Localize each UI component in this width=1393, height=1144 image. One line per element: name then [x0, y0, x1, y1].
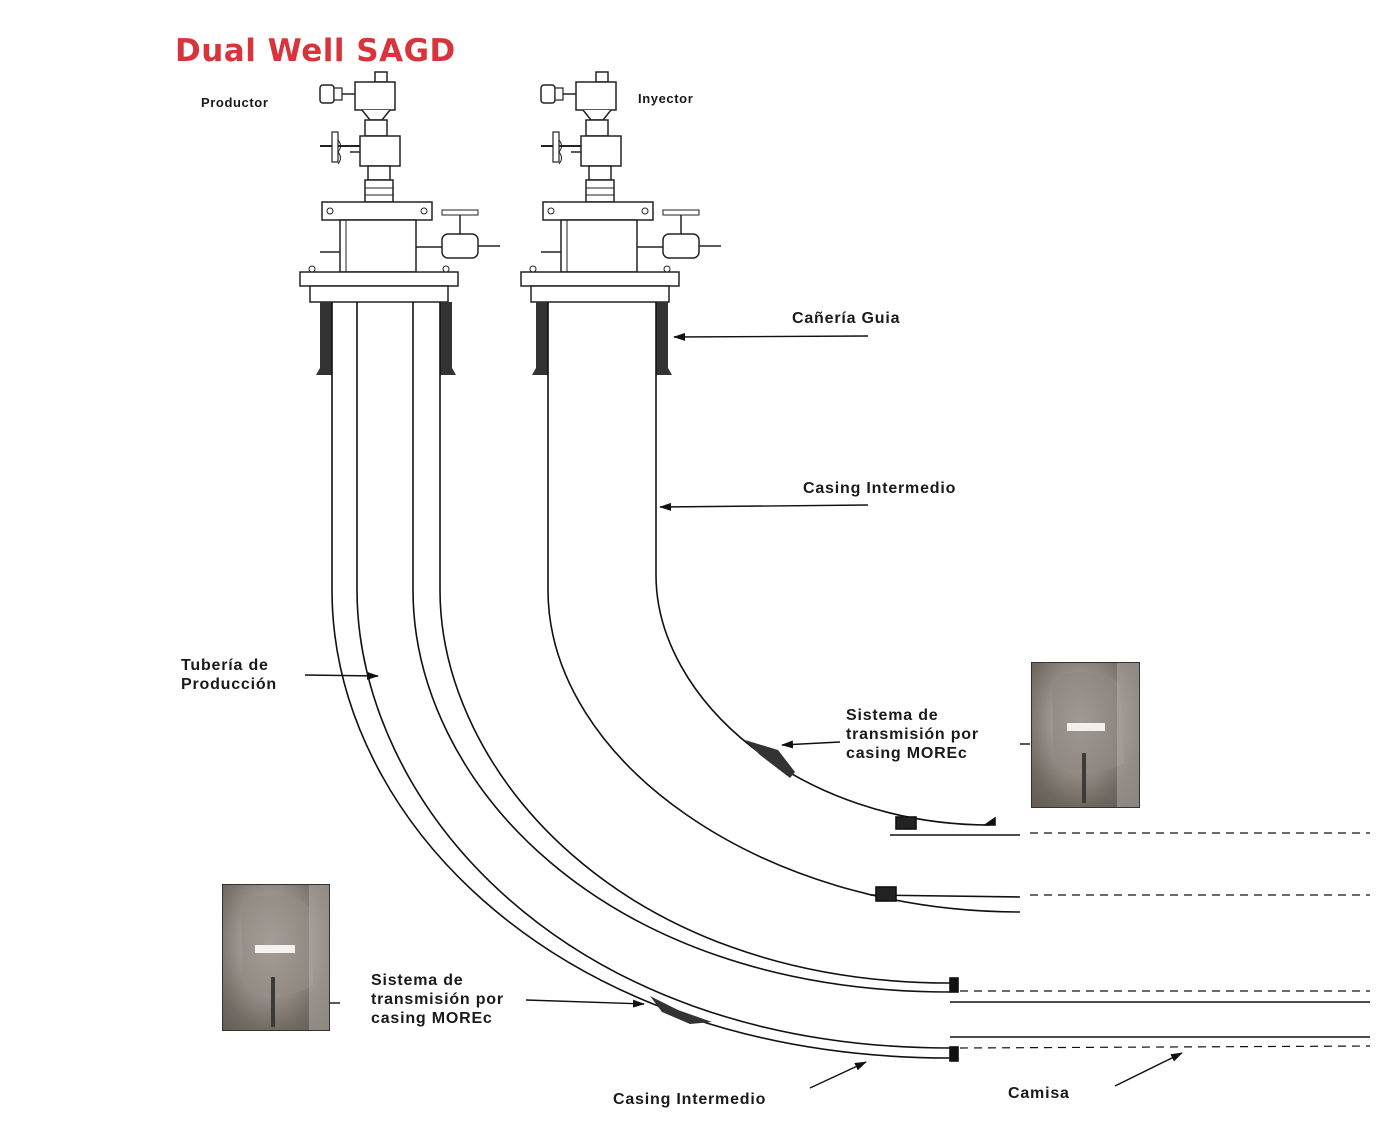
injector-conductor-left — [532, 302, 548, 375]
transmission-producer-line-2: transmisión por — [371, 991, 504, 1008]
injector-morec-sub — [745, 740, 795, 778]
injector-morec-photo — [1031, 662, 1140, 808]
injector-horizontal — [869, 816, 1370, 902]
conductor-label: Cañería Guia — [792, 310, 901, 327]
injector-photo-image — [1052, 663, 1139, 807]
transmission-injector-label: Sistema de transmisión por casing MOREc — [846, 706, 979, 763]
intermediate-casing-producer-label: Casing Intermedio — [613, 1091, 767, 1108]
producer-morec-sub — [650, 996, 712, 1024]
producer-label: Productor — [201, 95, 269, 110]
transmission-producer-label: Sistema de transmisión por casing MOREc — [371, 971, 504, 1028]
producer-conductor-right — [440, 302, 456, 375]
liner-label: Camisa — [1008, 1085, 1070, 1102]
diagram-title: Dual Well SAGD — [175, 33, 456, 69]
intermediate-casing-injector-label: Casing Intermedio — [803, 480, 957, 497]
injector-label: Inyector — [638, 91, 694, 106]
transmission-producer-line-3: casing MOREc — [371, 1010, 493, 1027]
injector-well-lines — [547, 302, 1021, 913]
injector-conductor-right — [656, 302, 672, 375]
producer-horizontal — [949, 977, 1371, 1062]
producer-wellhead — [299, 71, 501, 303]
transmission-injector-line-1: Sistema de — [846, 707, 939, 724]
transmission-producer-line-1: Sistema de — [371, 972, 464, 989]
producer-photo-image — [241, 885, 329, 1030]
transmission-injector-line-3: casing MOREc — [846, 745, 968, 762]
transmission-injector-line-2: transmisión por — [846, 726, 979, 743]
producer-morec-photo — [222, 884, 330, 1031]
production-tubing-line-2: Producción — [181, 676, 278, 693]
producer-conductor-left — [316, 302, 332, 375]
production-tubing-label: Tubería de Producción — [181, 656, 277, 694]
producer-well-lines — [331, 302, 951, 1059]
leader-arrows — [304, 332, 1183, 1089]
production-tubing-line-1: Tubería de — [181, 657, 269, 674]
